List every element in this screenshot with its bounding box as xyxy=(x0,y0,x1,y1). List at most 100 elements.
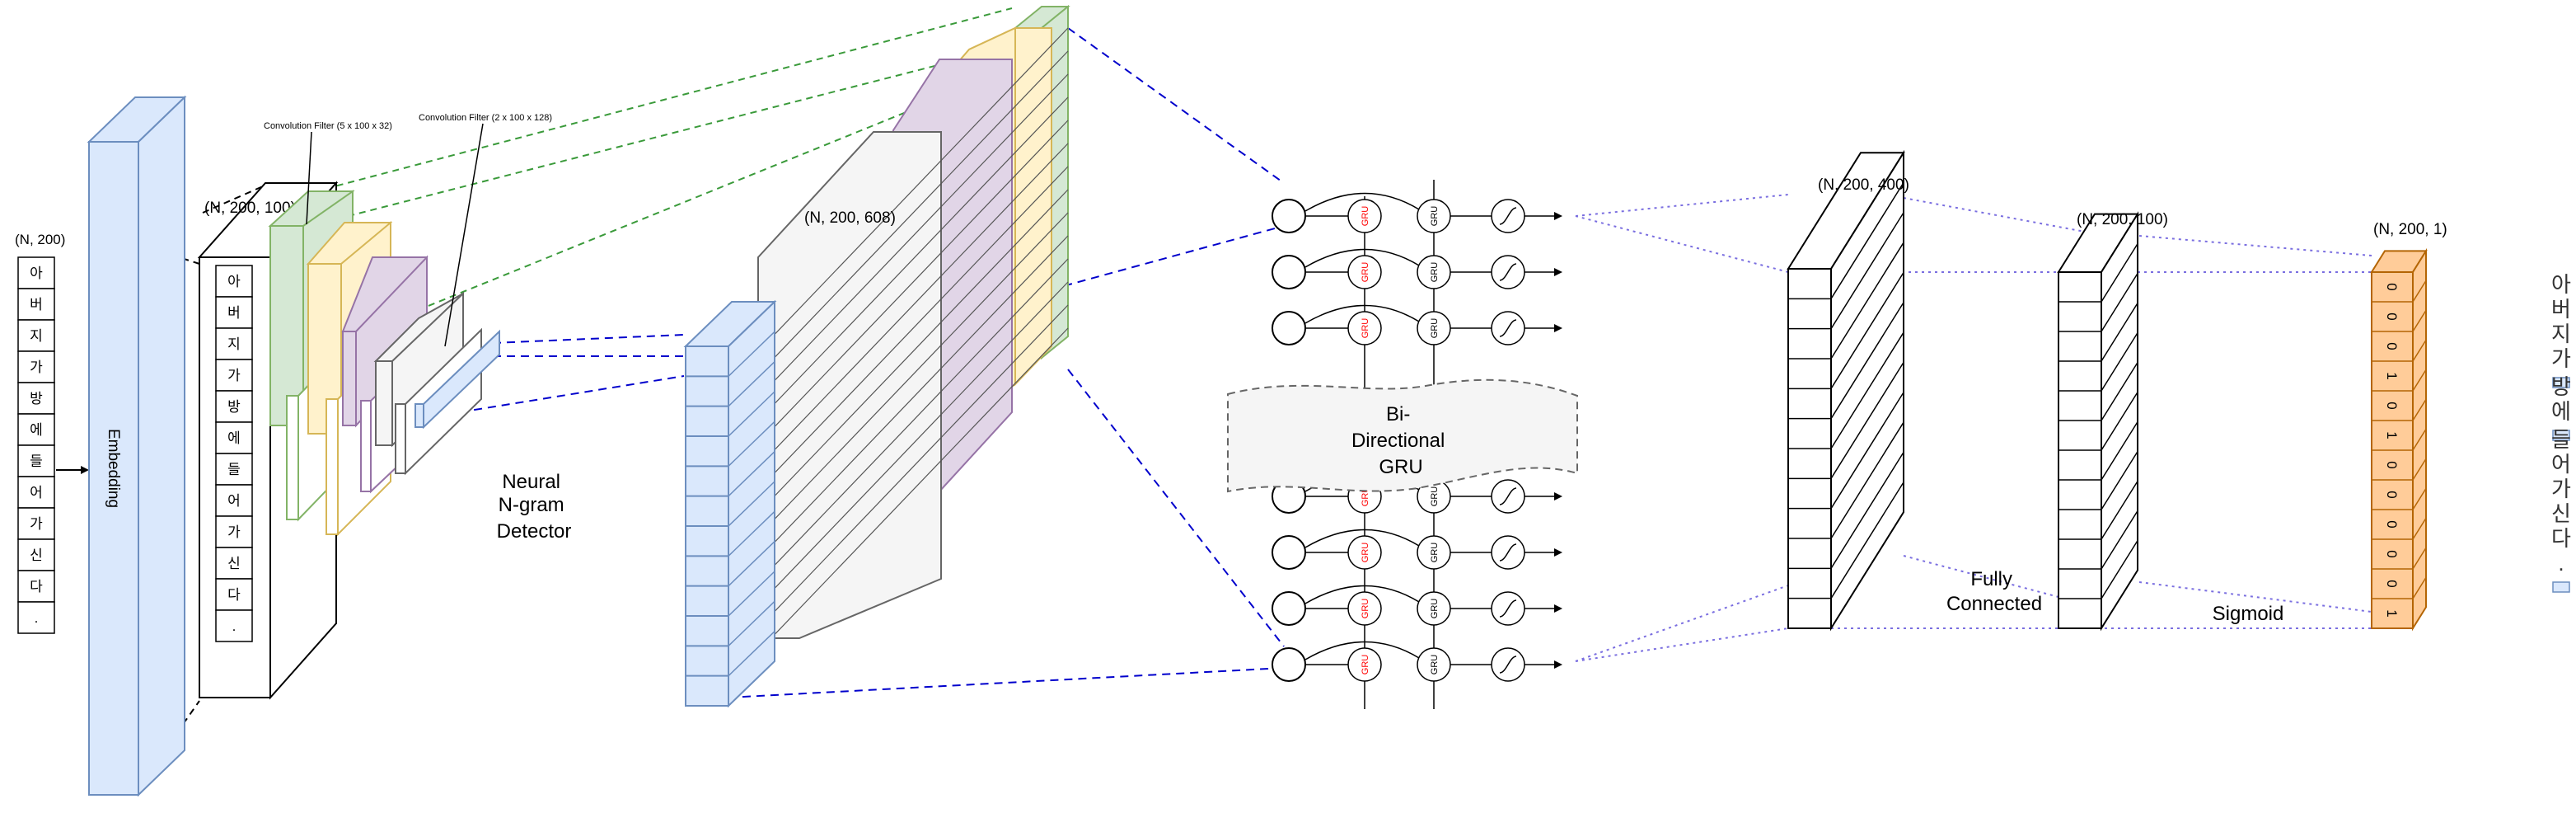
connector-line xyxy=(302,45,1013,228)
input-token-cell xyxy=(17,350,55,383)
input-node xyxy=(1272,535,1306,570)
conv-token: 버 xyxy=(227,305,241,321)
conv-filters xyxy=(268,190,500,537)
gru-cell-label: GRU xyxy=(1430,262,1440,283)
blue-thin-side xyxy=(423,329,500,430)
conv-token-cell xyxy=(215,453,253,486)
output-value: 1 xyxy=(2384,372,2400,379)
input-token: 지 xyxy=(30,328,43,344)
gru-cell-label: GRU xyxy=(1361,543,1370,563)
input-node xyxy=(1272,311,1306,345)
gru-cell-label: GRU xyxy=(1430,486,1440,507)
column-side-divider xyxy=(2412,280,2427,303)
input-token-cell xyxy=(17,538,55,571)
gru-arc xyxy=(1304,641,1420,660)
output-value: 0 xyxy=(2384,550,2400,557)
output-value: 1 xyxy=(2384,609,2400,617)
tanh-icon xyxy=(1499,543,1517,562)
blue-side-divider xyxy=(728,541,775,587)
conv-token: 들 xyxy=(227,462,241,477)
result-char: 어 xyxy=(2551,452,2571,477)
result-char: 에 xyxy=(2551,399,2571,424)
column-side-divider xyxy=(2412,340,2427,362)
input-token: 신 xyxy=(30,547,43,563)
column-side-divider xyxy=(2101,273,2138,332)
column-side-divider xyxy=(1830,421,1904,539)
bidirectional-gru-banner xyxy=(1227,378,1578,493)
bidirectional-gru-label: Bi- Directional GRU xyxy=(1351,403,1450,478)
detector-label: Neural N-gram Detector xyxy=(497,471,572,543)
embedding-block: Embedding xyxy=(87,95,187,797)
filter-2-label: Convolution Filter (2 x 100 x 128) xyxy=(419,113,552,123)
arrowhead-icon xyxy=(1554,660,1562,669)
input-token-cell xyxy=(17,444,55,477)
column-side-divider xyxy=(2101,540,2138,599)
connector-line xyxy=(492,334,685,344)
block-face-front xyxy=(88,141,139,796)
output-value: 0 xyxy=(2384,461,2400,468)
column-side-divider xyxy=(1830,212,1904,330)
column-side-divider xyxy=(2101,510,2138,570)
gru-cell-label: GRU xyxy=(1430,206,1440,227)
connector-line xyxy=(202,182,271,214)
tanh-icon xyxy=(1499,263,1517,281)
arrowhead-icon xyxy=(1554,604,1562,613)
blue-side-divider xyxy=(728,451,775,497)
gru-cell-label: GRU xyxy=(1430,599,1440,619)
input-token-cell xyxy=(17,413,55,446)
column-side-divider xyxy=(1830,302,1904,420)
column-side-divider xyxy=(1830,242,1904,360)
input-token: 아 xyxy=(30,266,43,281)
gru-cell xyxy=(1347,647,1382,682)
blue-side-divider xyxy=(728,361,775,407)
result-char: 버 xyxy=(2551,297,2571,322)
result-char: 가 xyxy=(2551,477,2571,501)
conv-token-cell xyxy=(215,390,253,423)
slab-diagonal-line xyxy=(728,143,1069,499)
input-node xyxy=(1272,647,1306,682)
purple-filter-front xyxy=(342,331,357,426)
result-char: 방 xyxy=(2551,374,2571,399)
input-token-cell xyxy=(17,288,55,321)
tanh-icon xyxy=(1499,599,1517,618)
embedding-shape-label: (N, 200, 100) xyxy=(204,200,296,217)
gru-arc xyxy=(1304,585,1420,604)
tanh-icon xyxy=(1499,207,1517,225)
conv-token-cell xyxy=(215,296,253,329)
conv-token: 가 xyxy=(227,524,241,540)
blue-side-divider xyxy=(728,571,775,617)
input-node xyxy=(1272,255,1306,289)
column-side-divider xyxy=(2101,451,2138,510)
output-value: 0 xyxy=(2384,402,2400,409)
gru-arc xyxy=(1304,248,1420,268)
gru-cell xyxy=(1347,199,1382,233)
connector-line xyxy=(2138,235,2372,256)
input-token: 들 xyxy=(30,453,43,469)
column-side-divider xyxy=(2412,577,2427,599)
blue-side-divider xyxy=(728,391,775,437)
input-shape-label: (N, 200) xyxy=(15,232,65,247)
result-char: 다 xyxy=(2551,526,2571,551)
conv-token-cell xyxy=(215,421,253,454)
connector-line xyxy=(1575,627,1789,662)
gru-cell xyxy=(1347,255,1382,289)
column-side-divider xyxy=(1830,272,1904,389)
slab-diagonal-line xyxy=(728,304,1069,660)
arrowhead-icon xyxy=(1554,548,1562,557)
arrowhead-icon xyxy=(1554,268,1562,276)
fully-connected-layer-2 xyxy=(2057,211,2139,632)
result-char: 신 xyxy=(2551,501,2571,526)
connector-line xyxy=(1575,194,1789,217)
output-shape-label: (N, 200, 1) xyxy=(2373,221,2447,238)
input-token: 버 xyxy=(30,297,43,313)
gru-cell-label: GRU xyxy=(1361,206,1370,227)
arrowhead-icon xyxy=(1554,324,1562,332)
connector-line xyxy=(1575,215,1789,273)
column-side-divider xyxy=(1830,452,1904,569)
gru-arc xyxy=(1304,192,1420,212)
conv-token: 지 xyxy=(227,336,241,352)
blue-side-divider xyxy=(728,510,775,557)
blue-side-divider xyxy=(728,631,775,677)
